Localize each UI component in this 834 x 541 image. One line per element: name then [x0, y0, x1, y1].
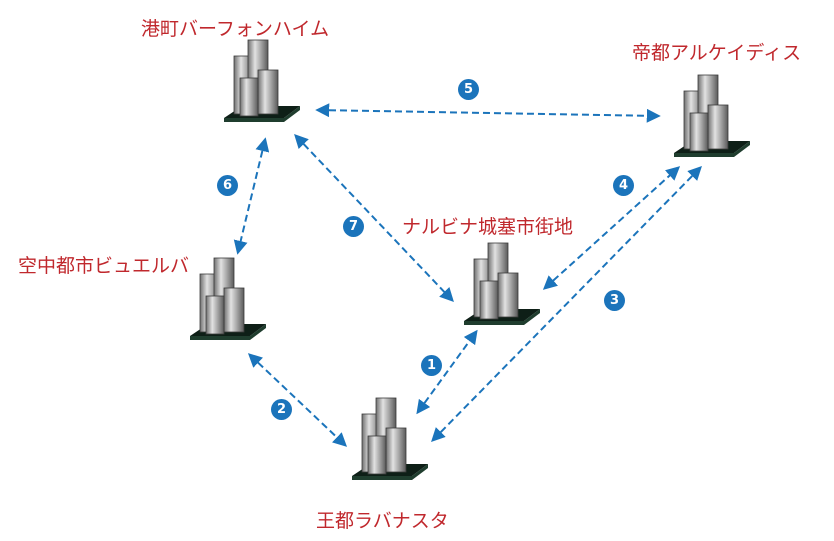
route-badge-1: 1 — [421, 355, 442, 376]
route-badge-4: 4 — [613, 175, 634, 196]
city-label-imperial: 帝都アルケイディス — [632, 42, 802, 64]
city-label-sky: 空中都市ビュエルバ — [18, 255, 190, 277]
building-icon-royal — [351, 397, 429, 481]
city-label-royal: 王都ラバナスタ — [316, 510, 449, 532]
route-badge-2: 2 — [271, 399, 292, 420]
building-icon-sky — [189, 257, 267, 341]
route-badge-5: 5 — [458, 79, 479, 100]
city-label-port: 港町バーフォンハイム — [141, 18, 330, 40]
route-badge-6: 6 — [217, 175, 238, 196]
route-line-3 — [431, 166, 702, 442]
route-line-2 — [247, 353, 348, 447]
route-line-6 — [233, 137, 270, 255]
city-label-fortress: ナルビナ城塞市街地 — [402, 216, 574, 238]
route-line-7 — [294, 133, 454, 303]
route-badge-3: 3 — [604, 290, 625, 311]
building-icon-fortress — [463, 242, 541, 326]
route-line-5 — [315, 103, 661, 123]
route-badge-7: 7 — [343, 216, 364, 237]
building-icon-port — [223, 39, 301, 123]
building-icon-imperial — [673, 74, 751, 158]
